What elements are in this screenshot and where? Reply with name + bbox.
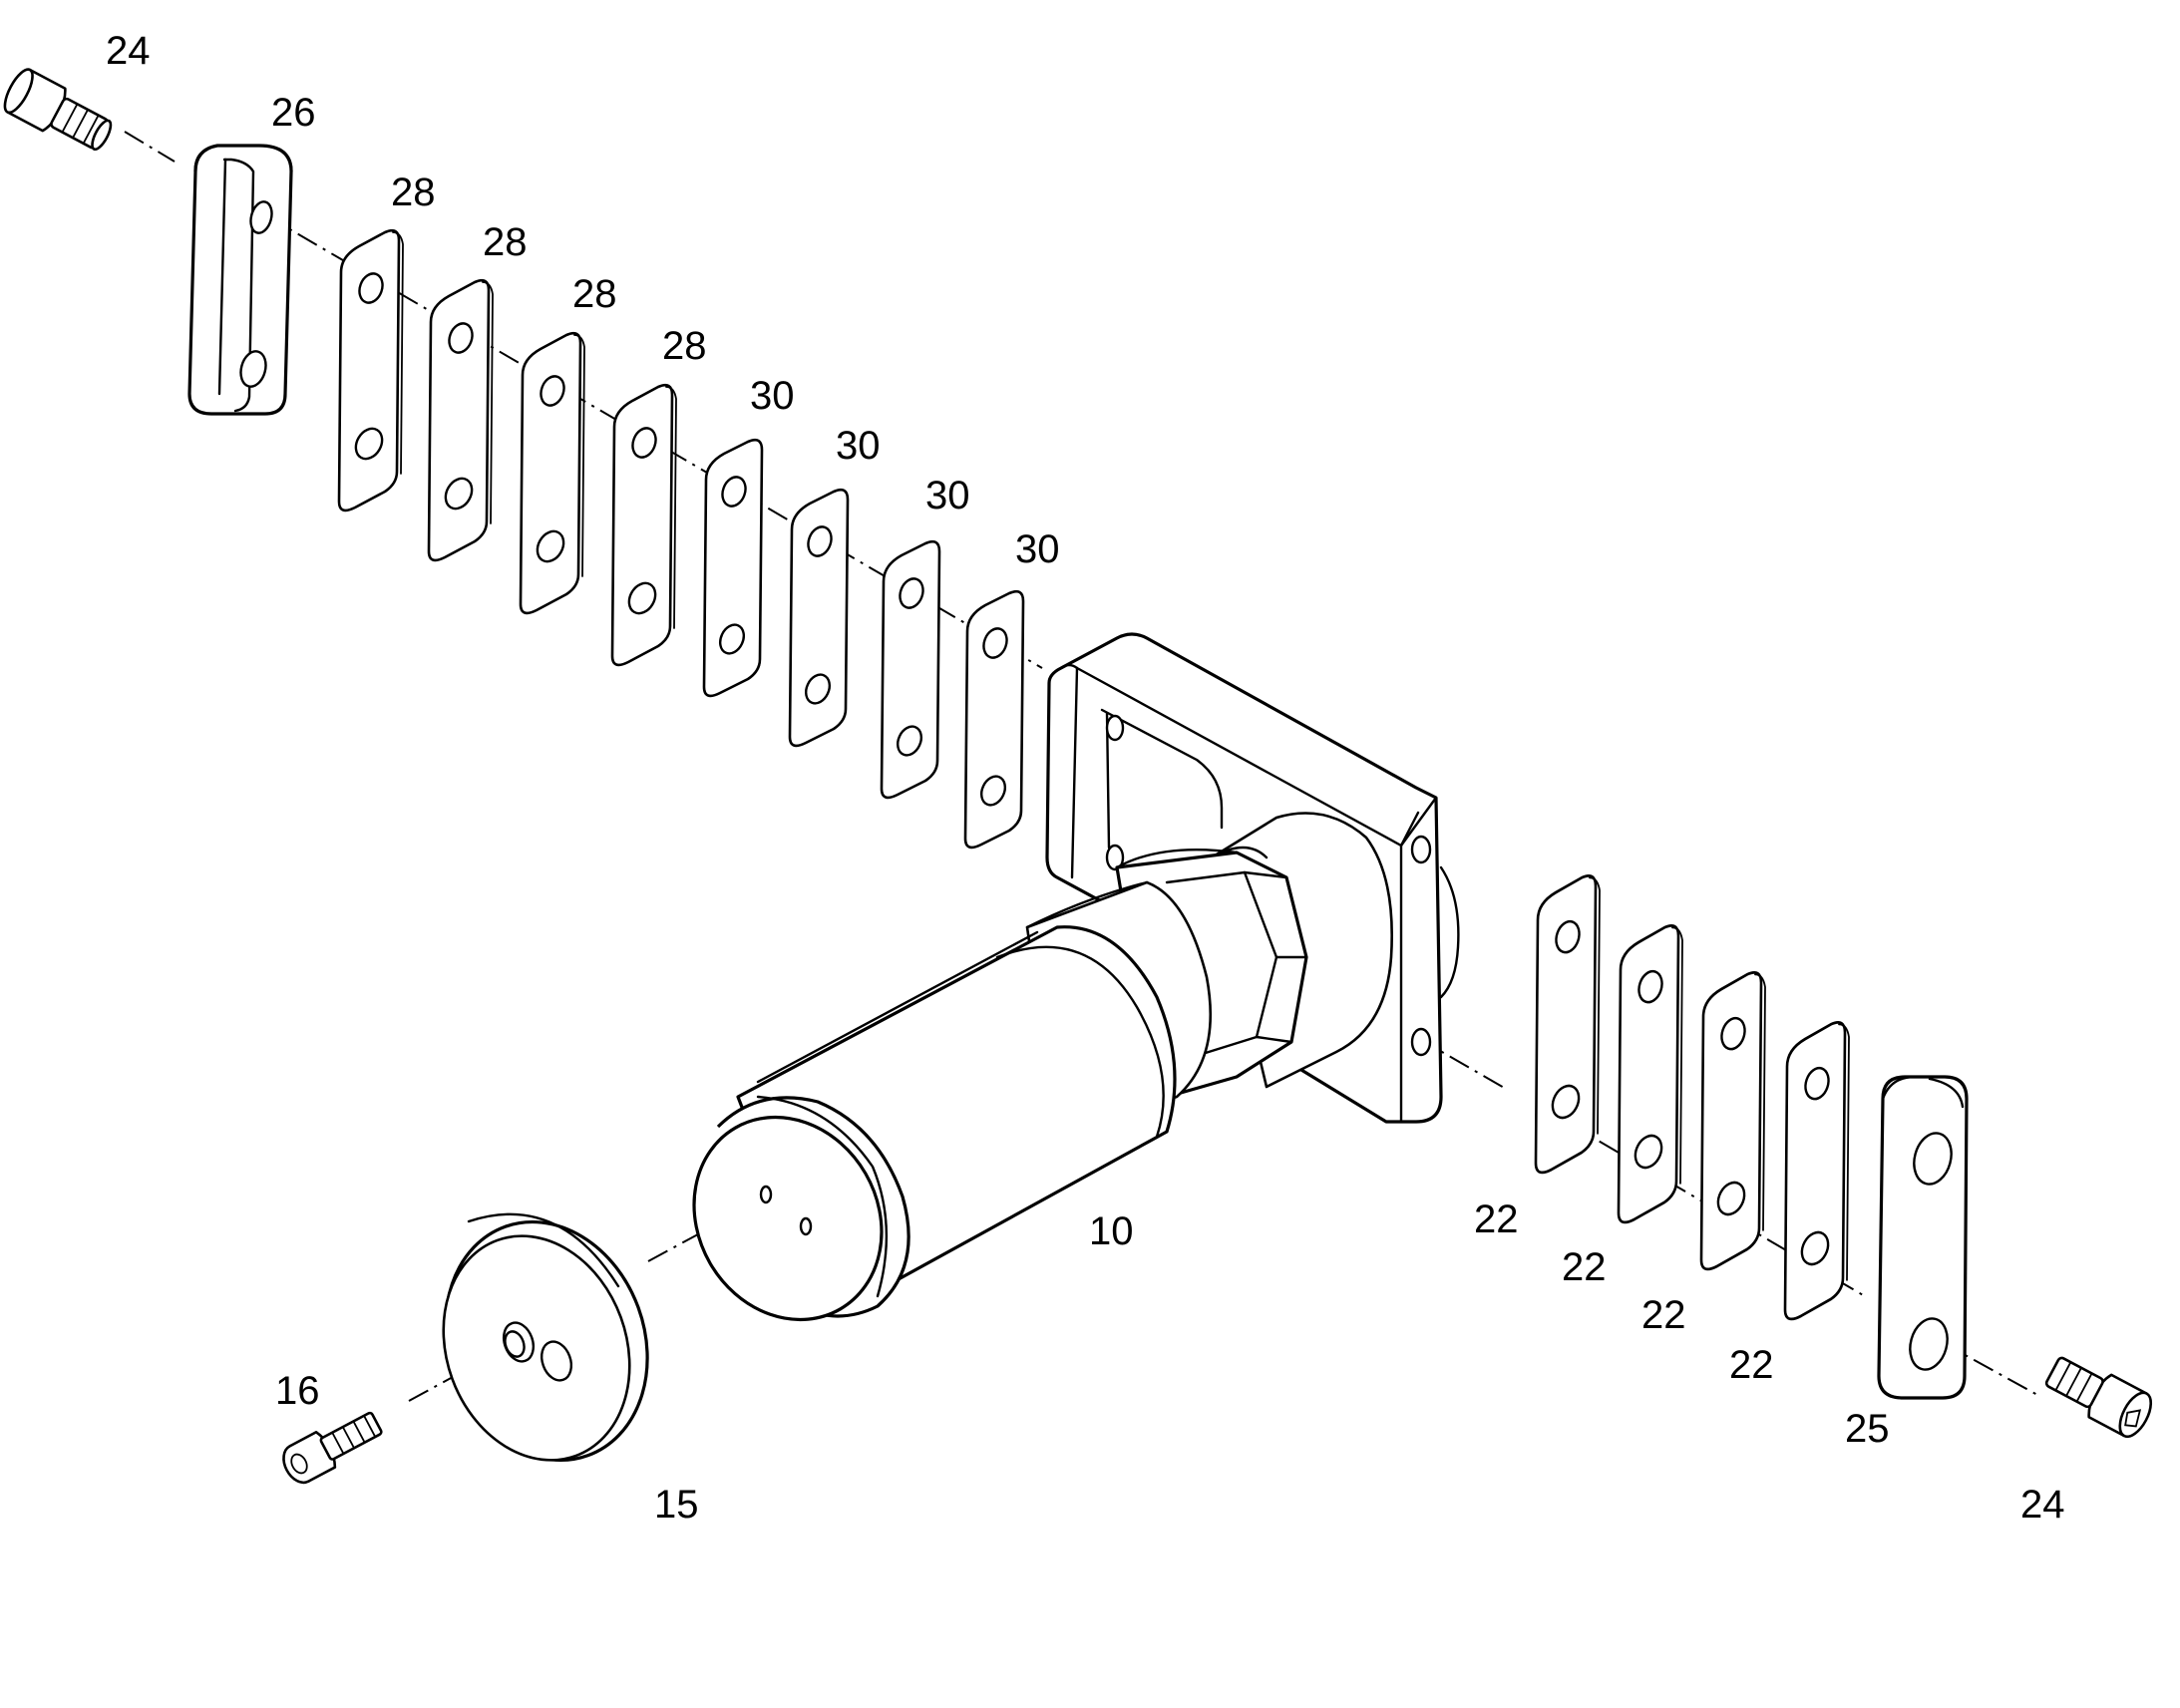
shim-28-a-icon: [337, 228, 405, 512]
callout-30-d: 30: [1015, 527, 1060, 571]
cylinder-10-icon: [692, 632, 1460, 1322]
spacer-block-26-icon: [187, 144, 293, 416]
callout-24-bottom: 24: [2020, 1483, 2065, 1527]
callout-25: 25: [1845, 1407, 1890, 1451]
shim-28-b-icon: [427, 278, 495, 562]
shim-28-c-icon: [519, 331, 586, 615]
screw-24-bottom-icon: [2044, 1356, 2153, 1439]
shim-30-b-icon: [788, 488, 850, 748]
callout-30-c: 30: [925, 474, 970, 517]
callout-22-d: 22: [1729, 1343, 1774, 1387]
callout-28-a: 28: [391, 171, 436, 214]
callout-labels: 24 26 28 28 28 28 30 30 30 30 10 22 22 2…: [106, 29, 2065, 1527]
callout-26: 26: [271, 91, 316, 135]
callout-16: 16: [275, 1369, 320, 1413]
callout-30-b: 30: [836, 424, 881, 468]
shim-22-b-icon: [1617, 923, 1684, 1224]
callout-30-a: 30: [750, 374, 795, 418]
callout-24-top: 24: [106, 29, 151, 73]
callout-22-b: 22: [1562, 1245, 1607, 1289]
callout-22-a: 22: [1474, 1197, 1519, 1241]
shim-22-a-icon: [1534, 873, 1602, 1175]
shim-30-c-icon: [880, 539, 941, 800]
screw-16-icon: [282, 1411, 383, 1485]
screw-24-top-icon: [3, 68, 113, 152]
shim-28-d-icon: [610, 383, 678, 667]
shim-22-d-icon: [1783, 1020, 1851, 1321]
callout-28-b: 28: [483, 220, 528, 264]
shim-22-c-icon: [1699, 970, 1767, 1271]
disc-cap-15-icon: [442, 1212, 649, 1463]
shim-30-a-icon: [702, 438, 764, 698]
callout-15: 15: [654, 1483, 699, 1527]
callout-22-c: 22: [1641, 1293, 1686, 1337]
spacer-block-25-icon: [1877, 1075, 1969, 1400]
callout-28-d: 28: [662, 324, 707, 368]
callout-28-c: 28: [572, 272, 617, 316]
shim-30-d-icon: [963, 589, 1025, 850]
callout-10: 10: [1089, 1209, 1134, 1253]
